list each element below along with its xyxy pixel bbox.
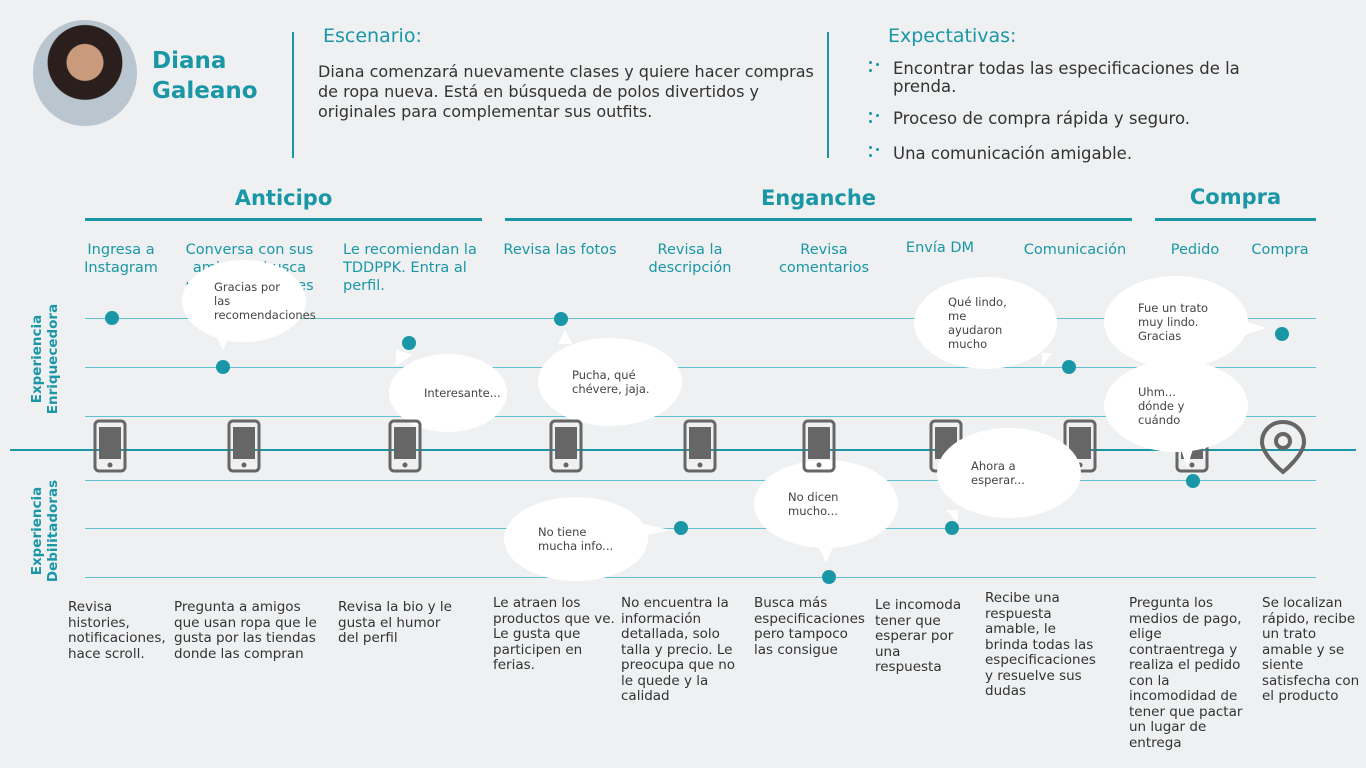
phone-icon: [388, 419, 422, 473]
bubble-tail: [1180, 446, 1194, 468]
phone-icon: [683, 419, 717, 473]
step-label: Ingresa a Instagram: [84, 242, 158, 276]
expectations-title: Expectativas:: [888, 25, 1017, 47]
phone-icon: [227, 419, 261, 473]
bubble-text: Gracias por las recomendaciones: [214, 280, 316, 322]
bubble-tail: [818, 545, 834, 563]
speech-bubble: Pucha, qué chévere, jaja.: [538, 338, 682, 426]
bubble-tail: [946, 510, 958, 524]
step-label: Revisa comentarios: [778, 242, 870, 276]
grid-line: [85, 367, 1316, 368]
bubble-text: Uhm... dónde y cuándo: [1138, 385, 1185, 427]
speech-bubble: No tiene mucha info...: [504, 497, 648, 581]
speech-bubble: Qué lindo, me ayudaron mucho: [914, 277, 1057, 369]
step-label: Revisa las fotos: [503, 242, 617, 258]
bubble-tail: [558, 330, 572, 344]
bubble-text: No tiene mucha info...: [538, 525, 614, 553]
speech-bubble: Fue un trato muy lindo. Gracias: [1104, 276, 1248, 368]
bubble-text: No dicen mucho...: [788, 490, 839, 518]
speech-bubble: Ahora a esperar...: [937, 428, 1081, 518]
speech-bubble: Uhm... dónde y cuándo: [1104, 360, 1248, 452]
step-description: Se localizan rápido, recibe un trato ama…: [1262, 595, 1360, 704]
grid-line: [85, 318, 1316, 319]
grid-line: [85, 577, 1316, 578]
axis-label-enriquecedora: Experiencia Enriquecedora: [29, 294, 61, 424]
journey-point: [674, 521, 688, 535]
bubble-text: Fue un trato muy lindo. Gracias: [1138, 301, 1209, 343]
bubble-text: Interesante...: [424, 386, 501, 400]
phone-icon: [802, 419, 836, 473]
axis-label-debilitadoras: Experiencia Debilitadoras: [29, 466, 61, 596]
bubble-text: Pucha, qué chévere, jaja.: [572, 368, 650, 396]
step-description: Le atraen los productos que ve. Le gusta…: [493, 595, 615, 673]
scenario-title: Escenario:: [323, 25, 422, 47]
phone-icon: [549, 419, 583, 473]
axis-label-line: Experiencia: [29, 314, 45, 404]
step-description: No encuentra la información detallada, s…: [621, 595, 736, 704]
grid-line: [85, 528, 1316, 529]
location-pin-icon: [1259, 419, 1307, 475]
header-divider-1: [292, 32, 294, 158]
speech-bubble: No dicen mucho...: [754, 460, 898, 548]
phase-anticipo: Anticipo: [234, 186, 333, 210]
neutral-axis: [10, 449, 1356, 451]
step-label: Compra: [1251, 242, 1309, 258]
persona-name: Diana Galeano: [152, 46, 258, 106]
bubble-tail: [1042, 353, 1052, 367]
expectation-item: Una comunicación amigable.: [893, 144, 1133, 163]
journey-point: [105, 311, 119, 325]
speech-bubble: Interesante...: [389, 354, 507, 432]
step-label: Revisa la descripción: [648, 242, 732, 276]
journey-point: [554, 312, 568, 326]
step-label: Envía DM: [905, 240, 975, 256]
phase-line-anticipo: [85, 218, 482, 221]
dots-bullet-icon: [869, 61, 881, 73]
step-description: Recibe una respuesta amable, le brinda t…: [985, 590, 1096, 699]
grid-line: [85, 480, 1316, 481]
dots-bullet-icon: [869, 112, 881, 124]
expectation-item: Encontrar todas las especificaciones de …: [893, 59, 1240, 96]
phase-enganche: Enganche: [760, 186, 877, 210]
step-description: Pregunta a amigos que usan ropa que le g…: [174, 599, 317, 662]
expectation-item: Proceso de compra rápida y seguro.: [893, 109, 1190, 128]
phase-line-enganche: [505, 218, 1132, 221]
persona-last-name: Galeano: [152, 78, 258, 104]
step-description: Revisa histories, notificaciones, hace s…: [68, 599, 166, 662]
axis-label-line: Experiencia: [29, 486, 45, 576]
phase-compra: Compra: [1189, 185, 1282, 209]
bubble-tail: [1242, 320, 1266, 336]
dots-bullet-icon: [869, 146, 881, 158]
step-description: Busca más especificaciones pero tampoco …: [754, 595, 865, 658]
step-description: Pregunta los medios de pago, elige contr…: [1129, 595, 1243, 751]
phase-line-compra: [1155, 218, 1316, 221]
journey-point: [1186, 474, 1200, 488]
step-description: Le incomoda tener que esperar por una re…: [875, 597, 962, 675]
journey-point: [945, 521, 959, 535]
axis-label-line: Enriquecedora: [45, 303, 61, 415]
step-label: Le recomiendan la TDDPPK. Entra al perfi…: [343, 242, 477, 294]
step-description: Revisa la bio y le gusta el humor del pe…: [338, 599, 452, 646]
journey-point: [216, 360, 230, 374]
bubble-text: Qué lindo, me ayudaron mucho: [948, 295, 1007, 351]
bubble-text: Ahora a esperar...: [971, 459, 1025, 487]
persona-first-name: Diana: [152, 48, 227, 74]
scenario-text: Diana comenzará nuevamente clases y quie…: [318, 62, 814, 121]
bubble-tail: [217, 338, 229, 350]
axis-label-line: Debilitadoras: [45, 479, 61, 583]
grid-line: [85, 416, 1316, 417]
journey-point: [822, 570, 836, 584]
persona-avatar: [33, 20, 137, 126]
step-label: Comunicación: [1023, 242, 1127, 258]
header-divider-2: [827, 32, 829, 158]
phone-icon: [93, 419, 127, 473]
journey-point: [402, 336, 416, 350]
journey-point: [1062, 360, 1076, 374]
speech-bubble: Gracias por las recomendaciones: [182, 260, 316, 342]
step-label: Pedido: [1170, 242, 1220, 258]
journey-point: [1275, 327, 1289, 341]
bubble-tail: [644, 524, 670, 536]
